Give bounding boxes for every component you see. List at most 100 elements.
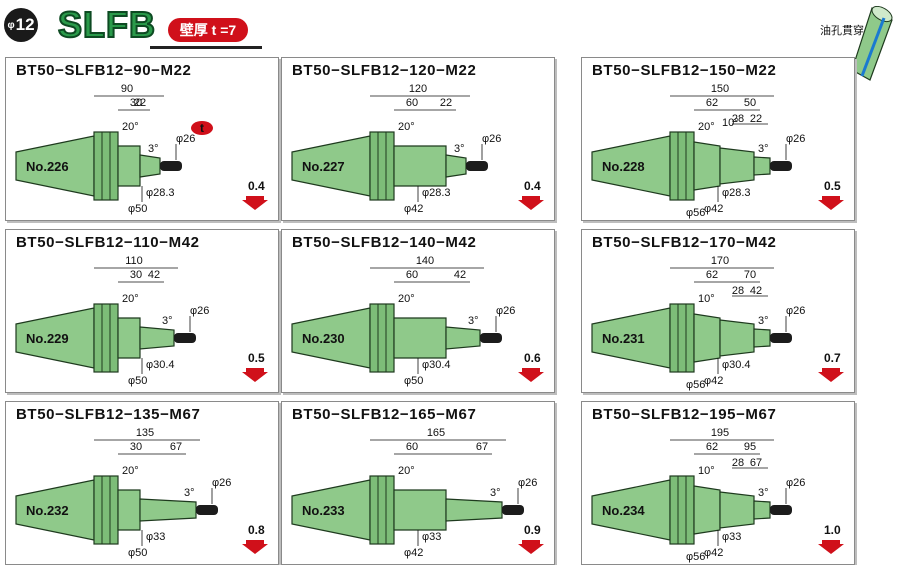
- dim-segment-b: 42: [148, 269, 160, 281]
- weight-arrow-icon: [518, 368, 544, 382]
- tool-number: No.228: [602, 159, 645, 174]
- dim-angle: 20°: [698, 121, 715, 133]
- panel-title: BT50−SLFB12−170−M42: [592, 234, 777, 251]
- dim-segment-b: 70: [744, 269, 756, 281]
- dim-segment-a: 62: [706, 97, 718, 109]
- oil-hole-drill-icon: [851, 6, 893, 81]
- weight-value: 0.4: [248, 179, 265, 193]
- t-badge: t: [191, 121, 213, 135]
- weight-arrow-icon: [818, 540, 844, 554]
- dim-overall: 150: [711, 83, 729, 95]
- body-step-1: [693, 485, 721, 535]
- dim-segment-a: 60: [406, 441, 418, 453]
- dim-diameter-1: φ33: [722, 531, 741, 543]
- dim-diameter-1: φ30.4: [146, 359, 175, 371]
- dim-angle: 20°: [398, 293, 415, 305]
- weight-value: 1.0: [824, 523, 841, 537]
- body-step-2: [445, 498, 503, 522]
- flange: [669, 475, 695, 545]
- dim-diameter-3: φ56: [686, 551, 705, 563]
- dim-segment-b: 42: [454, 269, 466, 281]
- body-step-1: [693, 313, 721, 363]
- dim-taper: 3°: [184, 487, 195, 499]
- body-step-3: [753, 500, 771, 520]
- weight-arrow-icon: [242, 196, 268, 210]
- dim-segment-b: 22: [134, 97, 146, 109]
- panel-title: BT50−SLFB12−150−M22: [592, 62, 777, 79]
- flange: [669, 303, 695, 373]
- tool-number: No.227: [302, 159, 345, 174]
- dim-angle-2: 10°: [722, 117, 739, 129]
- tool-number: No.234: [602, 503, 645, 518]
- dim-angle: 10°: [698, 465, 715, 477]
- body-step-1: [393, 489, 447, 531]
- body-step-1: [117, 145, 141, 187]
- panel-title: BT50−SLFB12−135−M67: [16, 406, 201, 423]
- panel-title: BT50−SLFB12−165−M67: [292, 406, 477, 423]
- dim-segment-b: 50: [744, 97, 756, 109]
- tool-number: No.229: [26, 331, 69, 346]
- dim-bar-diameter: φ26: [518, 477, 537, 489]
- weight-value: 0.9: [524, 523, 541, 537]
- weight-value: 0.6: [524, 351, 541, 365]
- t-badge-label: t: [200, 121, 204, 135]
- dim-diameter-2: φ42: [704, 375, 723, 387]
- dim-segment-b: 22: [440, 97, 452, 109]
- dim-angle: 20°: [398, 465, 415, 477]
- dim-taper: 3°: [758, 143, 769, 155]
- weight-arrow-icon: [818, 368, 844, 382]
- body-step-2: [139, 326, 175, 350]
- dim-taper: 3°: [454, 143, 465, 155]
- weight-value: 0.7: [824, 351, 841, 365]
- dim-taper: 3°: [758, 487, 769, 499]
- tool-number: No.233: [302, 503, 345, 518]
- dim-diameter-3: φ56: [686, 379, 705, 391]
- dim-segment-c: 28: [732, 457, 744, 469]
- weight-value: 0.5: [824, 179, 841, 193]
- weight-arrow-icon: [242, 368, 268, 382]
- body-step-2: [719, 319, 755, 357]
- body-step-2: [445, 154, 467, 178]
- dim-angle: 20°: [122, 465, 139, 477]
- dim-bar-diameter: φ26: [190, 305, 209, 317]
- dim-taper: 3°: [148, 143, 159, 155]
- weight-arrow-icon: [518, 196, 544, 210]
- dim-diameter-2: φ50: [128, 203, 147, 215]
- boring-bar: [466, 161, 488, 171]
- dim-bar-diameter: φ26: [786, 133, 805, 145]
- dim-diameter-1: φ28.3: [422, 187, 451, 199]
- flange: [369, 475, 395, 545]
- tool-number: No.232: [26, 503, 69, 518]
- dim-bar-diameter: φ26: [496, 305, 515, 317]
- dim-diameter-1: φ28.3: [722, 187, 751, 199]
- dim-taper: 3°: [490, 487, 501, 499]
- dim-taper: 3°: [468, 315, 479, 327]
- dim-angle: 20°: [398, 121, 415, 133]
- boring-bar: [770, 161, 792, 171]
- tool-number: No.230: [302, 331, 345, 346]
- dim-angle: 10°: [698, 293, 715, 305]
- boring-bar: [196, 505, 218, 515]
- boring-bar: [770, 333, 792, 343]
- dim-segment-a: 30: [130, 269, 142, 281]
- panel-title: BT50−SLFB12−110−M42: [16, 234, 200, 251]
- dim-segment-a: 60: [406, 97, 418, 109]
- dim-taper: 3°: [162, 315, 173, 327]
- flange: [93, 131, 119, 201]
- dim-bar-diameter: φ26: [482, 133, 501, 145]
- dim-segment-d: 67: [750, 457, 762, 469]
- flange: [369, 303, 395, 373]
- weight-arrow-icon: [518, 540, 544, 554]
- dim-angle: 20°: [122, 293, 139, 305]
- flange: [369, 131, 395, 201]
- dim-segment-d: 42: [750, 285, 762, 297]
